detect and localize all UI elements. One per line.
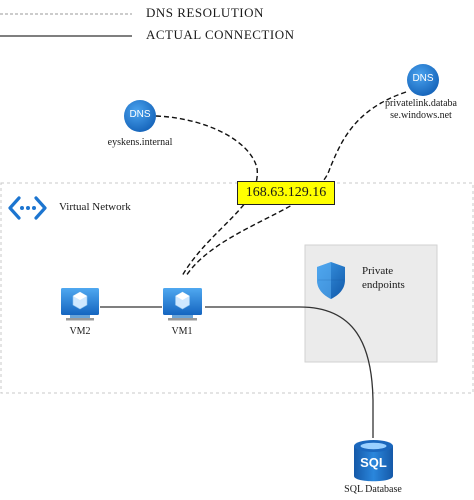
sql-icon-text: SQL bbox=[360, 455, 387, 470]
private-endpoints-label-line1: Private bbox=[362, 265, 394, 277]
dns-icon bbox=[407, 64, 439, 96]
vm-icon bbox=[61, 288, 99, 321]
dns-path-eyskens bbox=[155, 115, 258, 277]
dns-icon-text: DNS bbox=[412, 73, 434, 84]
virtual-network-label: Virtual Network bbox=[59, 201, 131, 213]
dns-path-privatelink bbox=[185, 91, 407, 277]
virtual-network-icon bbox=[8, 196, 47, 220]
legend-actual-connection-label: ACTUAL CONNECTION bbox=[146, 27, 295, 42]
dns-label-eyskens: eyskens.internal bbox=[107, 137, 173, 148]
sql-database-label: SQL Database bbox=[344, 484, 402, 495]
dns-icon-text: DNS bbox=[129, 109, 151, 120]
dns-icon bbox=[124, 100, 156, 132]
vm1-label: VM1 bbox=[171, 326, 193, 337]
ip-address-box: 168.63.129.16 bbox=[237, 181, 335, 205]
vm-icon bbox=[163, 288, 202, 321]
private-endpoints-label-line2: endpoints bbox=[362, 279, 405, 291]
legend-dns-resolution-label: DNS RESOLUTION bbox=[146, 5, 264, 20]
dns-label-privatelink-line2: se.windows.net bbox=[390, 110, 452, 121]
dns-label-privatelink-line1: privatelink.databa bbox=[385, 98, 457, 109]
sql-database-icon bbox=[354, 440, 393, 482]
shield-icon bbox=[317, 262, 345, 299]
connection-vm1-sql bbox=[205, 306, 374, 438]
vm2-label: VM2 bbox=[69, 326, 91, 337]
private-endpoints-box bbox=[304, 244, 438, 363]
